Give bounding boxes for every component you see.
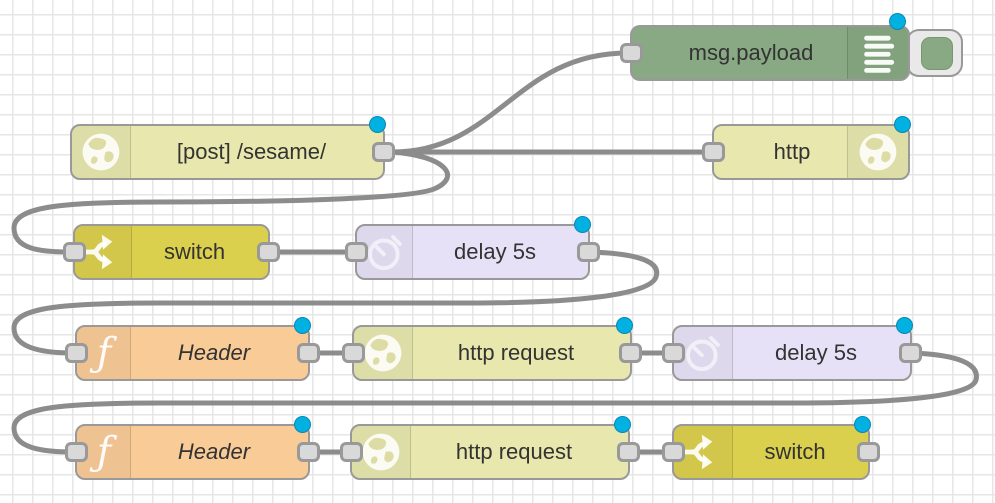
node-label: msg.payload: [688, 40, 814, 65]
globe-icon: [354, 327, 413, 379]
debug-toggle-state: [921, 37, 953, 70]
output-port[interactable]: [617, 442, 640, 462]
modified-indicator: [369, 116, 386, 133]
input-port[interactable]: [342, 343, 365, 363]
wire[interactable]: [11, 249, 660, 356]
output-port[interactable]: [857, 442, 880, 462]
output-port[interactable]: [619, 343, 642, 363]
debug-toggle-button[interactable]: [906, 29, 963, 77]
debug-list-icon: [847, 27, 908, 79]
output-port[interactable]: [899, 343, 922, 363]
node-label: Header: [177, 340, 251, 365]
output-port[interactable]: [577, 242, 600, 262]
node-label: delay 5s: [454, 239, 536, 264]
node-label: http request: [455, 439, 573, 464]
node-http-request-2[interactable]: http request: [340, 416, 640, 480]
input-port[interactable]: [345, 242, 368, 262]
node-label: switch: [764, 439, 826, 464]
modified-indicator: [574, 216, 591, 233]
output-port[interactable]: [257, 242, 280, 262]
node-http-in[interactable]: [post] /sesame/: [70, 116, 395, 180]
input-port[interactable]: [662, 343, 685, 363]
modified-indicator: [894, 116, 911, 133]
node-label: http: [773, 139, 811, 164]
timer-icon: [357, 226, 413, 278]
node-function-header-2[interactable]: ƒ Header: [65, 416, 320, 480]
node-label: switch: [163, 239, 226, 264]
modified-indicator: [896, 317, 913, 334]
globe-icon: [72, 126, 131, 178]
input-port[interactable]: [65, 343, 88, 363]
input-port[interactable]: [63, 242, 86, 262]
output-port[interactable]: [372, 142, 395, 162]
svg-text:ƒ: ƒ: [88, 331, 117, 376]
input-port[interactable]: [65, 442, 88, 462]
node-label: [post] /sesame/: [176, 139, 327, 164]
node-http-response[interactable]: http: [702, 116, 911, 180]
svg-text:ƒ: ƒ: [88, 430, 117, 475]
wire[interactable]: [11, 149, 450, 255]
node-delay-1[interactable]: delay 5s: [345, 216, 600, 280]
input-port[interactable]: [662, 442, 685, 462]
node-switch-1[interactable]: switch: [63, 224, 280, 280]
node-switch-2[interactable]: switch: [662, 416, 880, 480]
modified-indicator: [294, 416, 311, 433]
input-port[interactable]: [702, 142, 725, 162]
output-port[interactable]: [297, 442, 320, 462]
modified-indicator: [294, 317, 311, 334]
modified-indicator: [614, 416, 631, 433]
input-port[interactable]: [620, 43, 643, 63]
modified-indicator: [616, 317, 633, 334]
modified-indicator: [889, 13, 906, 30]
globe-icon: [847, 126, 908, 178]
modified-indicator: [854, 416, 871, 433]
output-port[interactable]: [297, 343, 320, 363]
node-debug[interactable]: msg.payload: [620, 13, 910, 81]
wire[interactable]: [11, 350, 979, 455]
wire[interactable]: [389, 50, 631, 155]
node-delay-2[interactable]: delay 5s: [662, 317, 922, 381]
node-http-request-1[interactable]: http request: [342, 317, 642, 381]
node-label: http request: [457, 340, 575, 365]
node-label: delay 5s: [775, 340, 857, 365]
node-label: Header: [177, 439, 251, 464]
input-port[interactable]: [340, 442, 363, 462]
node-function-header-1[interactable]: ƒ Header: [65, 317, 320, 381]
